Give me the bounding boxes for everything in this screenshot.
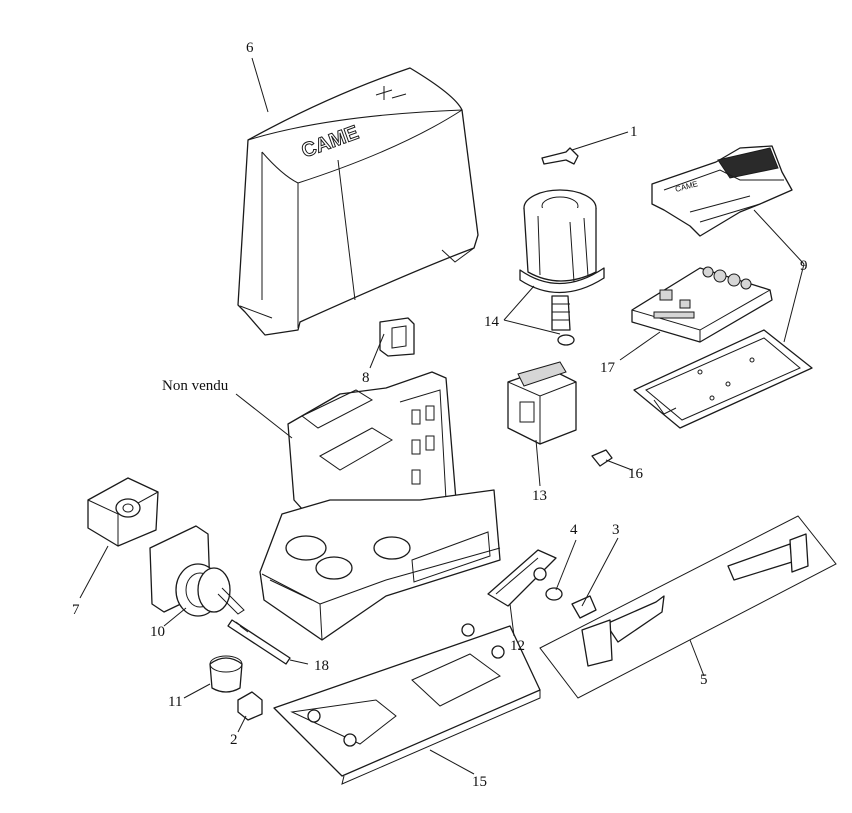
part-16-connector bbox=[591, 449, 613, 467]
label-16: 16 bbox=[628, 466, 644, 482]
label-6: 6 bbox=[246, 40, 254, 56]
label-7: 7 bbox=[72, 602, 80, 618]
label-11: 11 bbox=[168, 694, 182, 710]
label-2: 2 bbox=[230, 732, 238, 748]
label-15: 15 bbox=[472, 774, 487, 790]
part-14-motor bbox=[519, 189, 605, 346]
part-13-transformer bbox=[507, 361, 577, 445]
part-11-knob bbox=[209, 655, 243, 693]
part-10-gear-assembly bbox=[149, 525, 245, 617]
label-3: 3 bbox=[612, 522, 620, 538]
part-1-clip bbox=[541, 147, 579, 165]
part-4-lock-cylinder bbox=[545, 587, 563, 601]
label-18: 18 bbox=[314, 658, 329, 674]
label-4: 4 bbox=[570, 522, 578, 538]
part-3-key bbox=[571, 595, 597, 619]
part-12-release-plate bbox=[487, 549, 557, 607]
label-5: 5 bbox=[700, 672, 708, 688]
part-17-control-board bbox=[631, 266, 773, 343]
part-18-rod bbox=[227, 619, 291, 665]
label-9: 9 bbox=[800, 258, 808, 274]
part-2-terminal bbox=[237, 691, 263, 721]
part-6-cover: CAME bbox=[237, 67, 479, 336]
part-labels: 6 1 9 14 17 8 Non vendu 13 16 4 3 7 10 1… bbox=[72, 40, 808, 790]
part-7-switch-block bbox=[87, 477, 159, 547]
label-13: 13 bbox=[532, 488, 547, 504]
label-14: 14 bbox=[484, 314, 500, 330]
part-5-release-kit bbox=[539, 515, 837, 699]
leader-lines bbox=[79, 57, 805, 775]
label-17: 17 bbox=[600, 360, 616, 376]
part-8-bracket bbox=[379, 317, 415, 357]
main-housing bbox=[259, 371, 501, 641]
part-15-base-plate bbox=[273, 623, 541, 785]
label-10: 10 bbox=[150, 624, 165, 640]
part-9-cover-top: CAME bbox=[651, 145, 793, 237]
label-8: 8 bbox=[362, 370, 370, 386]
label-non-vendu: Non vendu bbox=[162, 378, 229, 394]
label-1: 1 bbox=[630, 124, 638, 140]
part-9-base-tray bbox=[633, 329, 813, 429]
label-12: 12 bbox=[510, 638, 525, 654]
